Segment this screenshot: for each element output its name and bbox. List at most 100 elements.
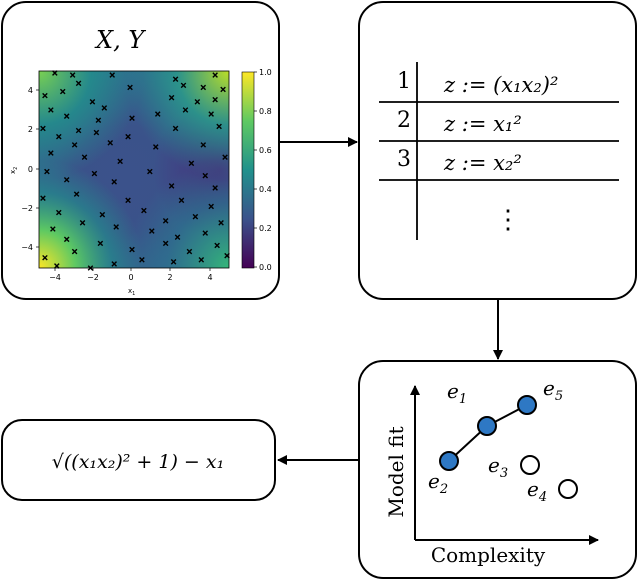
sample-marker — [63, 176, 70, 183]
table-row-expression: z := x₂² — [443, 151, 522, 175]
sample-marker — [75, 80, 82, 87]
sample-marker — [194, 98, 201, 105]
colorbar-tick-label: 1.0 — [259, 68, 272, 77]
colorbar-gradient — [241, 71, 255, 269]
sample-marker — [149, 228, 155, 234]
candidates-panel-frame — [358, 1, 637, 300]
heatmap-shade-bottom-right — [39, 71, 229, 268]
sample-marker — [125, 133, 131, 140]
sample-marker — [111, 261, 118, 267]
sample-marker — [172, 125, 179, 132]
y-tick-label: 2 — [28, 125, 33, 134]
result-panel: √((x₁x₂)² + 1) − x₁ — [1, 419, 276, 501]
sample-marker — [162, 218, 169, 224]
sample-marker — [162, 240, 169, 247]
colorbar: 1.0 0.8 0.6 0.4 0.2 0.0 — [241, 68, 272, 272]
point-label-e3: e3 — [488, 453, 508, 481]
sample-marker — [168, 94, 175, 101]
sample-marker — [91, 170, 98, 177]
sample-marker — [69, 72, 76, 78]
heatmap-border — [38, 70, 230, 269]
colorbar-tick-label: 0.8 — [259, 107, 272, 116]
sample-marker — [200, 142, 207, 148]
sample-marker — [54, 263, 60, 269]
sample-marker — [208, 203, 214, 210]
sample-marker — [208, 111, 214, 117]
sample-marker — [113, 224, 119, 230]
sample-marker — [222, 154, 228, 160]
sample-marker — [212, 185, 218, 191]
sample-marker — [97, 240, 104, 247]
heatmap-y-ticks: 4 2 0 −2 −4 — [21, 86, 39, 252]
sample-marker — [154, 111, 161, 117]
pareto-point-unlabeled — [477, 416, 497, 436]
table-row-expression: z := (x₁x₂)² — [443, 73, 558, 97]
heatmap-y-label: x2 — [9, 167, 19, 174]
sample-marker — [212, 96, 218, 103]
result-expression: √((x₁x₂)² + 1) − x₁ — [52, 451, 224, 473]
y-tick-label: −2 — [21, 204, 33, 213]
sample-marker — [117, 158, 123, 165]
sample-marker — [42, 92, 48, 99]
sample-marker — [101, 105, 108, 111]
sample-marker — [172, 76, 179, 83]
point-label-e1: e1 — [447, 379, 467, 407]
sample-marker — [52, 70, 58, 76]
x-tick-label: 0 — [128, 273, 133, 282]
table-row-index: 2 — [397, 108, 411, 133]
sample-marker — [48, 107, 54, 113]
y-tick-label: 0 — [28, 165, 33, 174]
sample-marker — [48, 150, 54, 156]
sample-marker — [168, 183, 175, 189]
candidates-panel: 1 z := (x₁x₂)² 2 z := x₁² 3 z := x₂² ⋮ — [358, 1, 637, 300]
heatmap-x-label: x1 — [128, 287, 135, 297]
sample-marker — [111, 179, 118, 185]
sample-marker — [200, 84, 207, 91]
colorbar-tick-label: 0.6 — [259, 146, 272, 155]
sample-marker — [212, 72, 218, 78]
sample-marker — [224, 252, 230, 259]
sample-marker — [178, 197, 185, 204]
sample-marker — [99, 211, 106, 218]
colorbar-tick-label: 0.2 — [259, 224, 272, 233]
sample-marker — [129, 115, 135, 121]
y-tick-label: 4 — [28, 86, 33, 95]
sample-marker — [95, 117, 102, 124]
table-row-index: 1 — [397, 69, 411, 94]
pareto-point-e2 — [439, 451, 459, 471]
sample-marker — [75, 127, 82, 134]
sample-marker — [63, 236, 70, 243]
sample-marker — [218, 220, 224, 226]
point-label-e5: e5 — [543, 376, 563, 404]
data-panel-title: X, Y — [94, 26, 146, 54]
sample-marker — [93, 129, 100, 136]
sample-marker — [129, 246, 135, 253]
x-tick-label: −4 — [49, 273, 61, 282]
sample-marker — [188, 160, 195, 167]
sample-marker — [192, 213, 199, 220]
sample-marker — [107, 140, 114, 146]
sample-marker — [42, 254, 48, 261]
sample-marker — [220, 86, 226, 93]
sample-marker — [180, 82, 187, 89]
sample-marker — [141, 207, 147, 214]
sample-marker — [63, 113, 70, 119]
x-tick-label: 2 — [167, 273, 172, 282]
y-axis-label: Model fit — [384, 426, 408, 517]
sample-marker — [79, 220, 86, 226]
sample-marker — [59, 88, 66, 95]
sample-marker — [202, 230, 209, 236]
sample-marker — [127, 84, 133, 91]
heatmap-x-ticks: −4 −2 0 2 4 — [49, 268, 213, 282]
sample-marker — [40, 125, 46, 132]
sample-marker — [182, 107, 189, 113]
colorbar-tick-label: 0.4 — [259, 185, 272, 194]
sample-marker — [40, 195, 46, 202]
table-ellipsis: ⋮ — [495, 205, 521, 235]
sample-marker — [89, 98, 96, 105]
colorbar-tick-label: 0.0 — [259, 263, 272, 272]
sample-marker — [186, 248, 193, 255]
sample-marker — [81, 154, 88, 160]
sample-marker — [202, 172, 209, 179]
